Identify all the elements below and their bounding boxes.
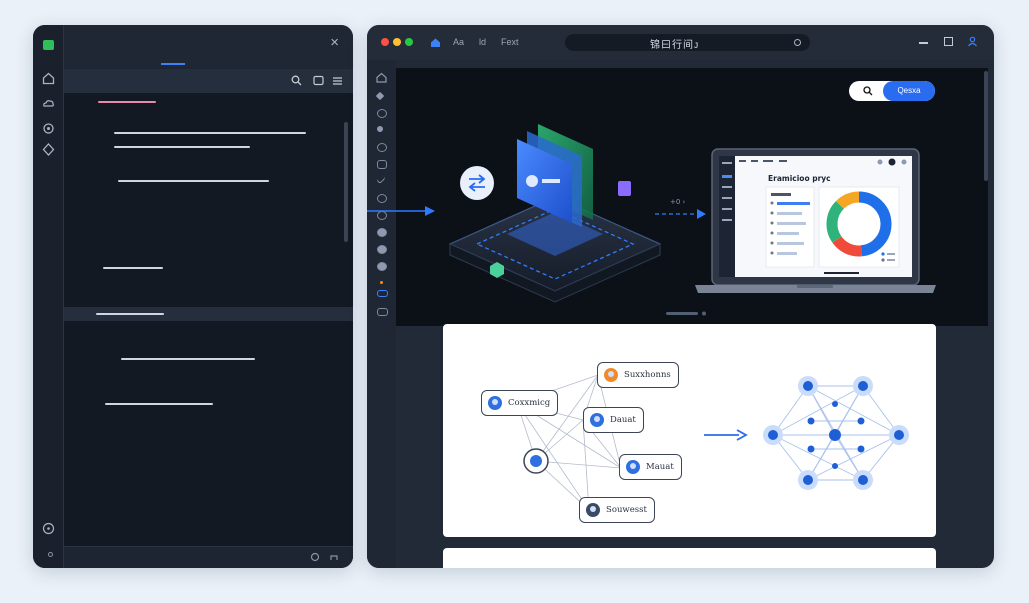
sync-icon[interactable]: [310, 552, 320, 562]
reload-icon[interactable]: [794, 39, 801, 46]
user-icon: [590, 413, 604, 427]
search-icon: [863, 86, 873, 96]
active-indicator: [380, 281, 383, 284]
dashed-arrow-head: [697, 209, 706, 219]
selected-tool-icon[interactable]: [377, 290, 388, 297]
address-bar[interactable]: 锦曰行间ᴊ: [565, 34, 810, 51]
maximize-window-button[interactable]: [405, 38, 413, 46]
active-tab-indicator: [161, 63, 185, 65]
minimize-window-button[interactable]: [393, 38, 401, 46]
keyboard-icon[interactable]: [377, 308, 388, 316]
dashboard-title: Eramicioo pryc: [768, 174, 831, 183]
text-line: [105, 403, 213, 405]
node-label: Suxxhonns: [624, 370, 671, 380]
close-window-button[interactable]: [381, 38, 389, 46]
window-icon[interactable]: [313, 75, 324, 86]
text-line: [114, 132, 306, 134]
share-icon[interactable]: [329, 552, 339, 562]
node-label: Coxxmicg: [508, 398, 551, 408]
maximize-icon[interactable]: [944, 37, 953, 46]
user-icon: [488, 396, 502, 410]
app-logo-icon: [43, 40, 54, 50]
page-indicator-dot[interactable]: [702, 311, 706, 316]
network-diagram-panel: Coxxmicg Suxxhonns Dauat Mauat Souwesst: [443, 324, 936, 537]
laptop: Eramicioo pryc: [695, 148, 936, 293]
network-edges: [516, 374, 909, 511]
left-toolbar: [64, 69, 353, 93]
transform-arrow-head: [736, 429, 748, 441]
status-indicator-icon: [48, 552, 53, 557]
donut-segment: [858, 191, 892, 257]
node-right[interactable]: Mauat: [619, 454, 682, 480]
arrows-bubble-icon: [460, 166, 494, 200]
cube-badge-icon: [490, 262, 504, 278]
user-icon: [530, 455, 542, 467]
settings-icon[interactable]: [42, 122, 55, 135]
text-line: [96, 313, 164, 315]
donut-chart: [826, 191, 892, 257]
shape-tool-icon[interactable]: [377, 143, 387, 152]
stacked-cards: [517, 124, 593, 227]
donut-segment: [826, 201, 845, 243]
donut-segment: [832, 236, 862, 257]
search-icon[interactable]: [291, 75, 302, 86]
menu-item[interactable]: Aa: [453, 37, 465, 47]
scrollbar[interactable]: [984, 71, 988, 181]
account-icon[interactable]: [42, 522, 55, 535]
menu-item[interactable]: Fext: [501, 37, 519, 47]
home-icon[interactable]: [376, 72, 387, 83]
text-line: [121, 358, 255, 360]
doc-badge-icon: [618, 181, 631, 196]
menu-item[interactable]: ld: [479, 37, 487, 47]
node-label: Dauat: [610, 415, 636, 425]
left-content-area: [64, 93, 353, 567]
node-bottom[interactable]: Souwesst: [579, 497, 655, 523]
home-icon[interactable]: [430, 37, 441, 48]
page-indicator-active[interactable]: [666, 312, 698, 315]
close-icon[interactable]: ×: [330, 34, 339, 51]
left-header: ×: [64, 25, 353, 68]
scrollbar[interactable]: [344, 122, 348, 242]
node-left[interactable]: Coxxmicg: [481, 390, 559, 416]
node-top[interactable]: Suxxhonns: [597, 362, 679, 388]
status-bar: [64, 546, 353, 568]
title-bar: Aa ld Fext 锦曰行间ᴊ: [367, 25, 994, 60]
tool-rail: [367, 60, 396, 568]
frame-tool-icon[interactable]: [377, 160, 387, 169]
home-icon[interactable]: [42, 72, 55, 85]
text-line: [114, 146, 250, 148]
main-window: Aa ld Fext 锦曰行间ᴊ Qesxa: [367, 25, 994, 568]
section-divider: [64, 307, 353, 321]
donut-segment: [836, 191, 860, 210]
circle-tool-icon[interactable]: [377, 109, 387, 118]
connector-label: +0 ›: [670, 198, 686, 206]
user-icon: [626, 460, 640, 474]
left-activity-rail: [33, 25, 64, 568]
circle-filled-icon[interactable]: [377, 262, 387, 271]
address-text: 锦曰行间ᴊ: [650, 40, 700, 51]
search-button[interactable]: Qesxa: [883, 81, 935, 101]
cloud-icon[interactable]: [42, 97, 55, 110]
text-line: [103, 267, 163, 269]
next-panel-preview: [443, 548, 936, 568]
text-line: [118, 180, 269, 182]
fill-icon[interactable]: [377, 228, 387, 237]
left-panel: ×: [33, 25, 353, 568]
comment-icon[interactable]: [377, 194, 387, 203]
user-icon[interactable]: [967, 36, 978, 47]
flow-arrow-head: [425, 206, 435, 216]
minimize-icon[interactable]: [919, 42, 928, 44]
phone-icon[interactable]: [377, 245, 387, 254]
node-label: Mauat: [646, 462, 674, 472]
user-icon: [604, 368, 618, 382]
menu-icon[interactable]: [332, 75, 343, 86]
illustration: +0 › Eramicioo pryc: [367, 124, 936, 316]
node-label: Souwesst: [606, 505, 647, 515]
node-mid[interactable]: Dauat: [583, 407, 644, 433]
accent-line: [98, 101, 156, 103]
mesh-network-graph: [763, 376, 909, 490]
user-icon: [586, 503, 600, 517]
shield-icon[interactable]: [42, 143, 55, 156]
